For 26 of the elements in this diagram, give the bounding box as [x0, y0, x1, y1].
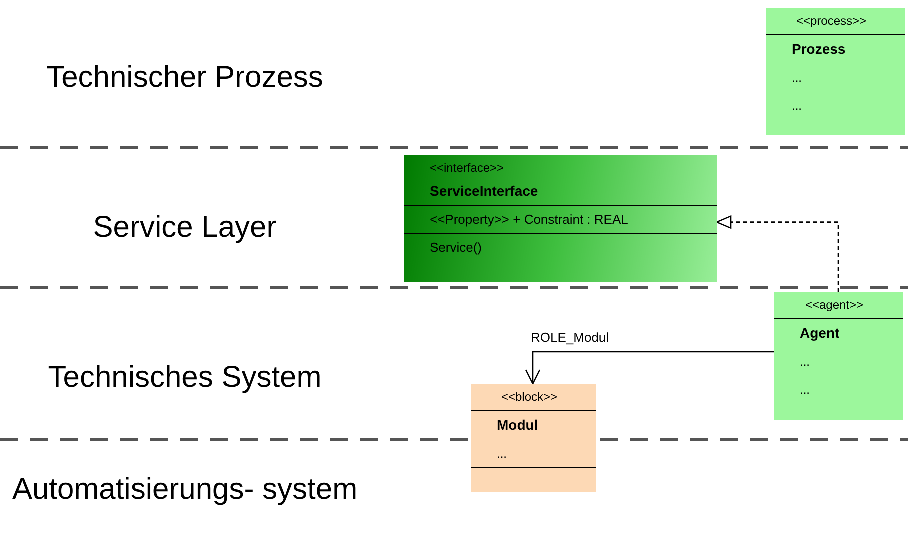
stereotype-text: <<agent>>: [805, 298, 864, 312]
class-box: [774, 292, 903, 420]
arrow: [525, 351, 774, 385]
edge-label: ROLE_Modul: [531, 330, 610, 345]
class-name: Prozess: [792, 41, 846, 57]
class-box: [766, 8, 905, 135]
layer-label: Automatisierungs- system: [11, 472, 359, 508]
class-name: Agent: [800, 325, 840, 341]
stereotype-text: <<interface>>: [430, 161, 504, 175]
stereotype-text: <<block>>: [501, 390, 558, 404]
class-box: [471, 384, 596, 492]
member-text: ...: [800, 355, 810, 369]
member-text: <<Property>> + Constraint : REAL: [430, 212, 628, 227]
member-text: Service(): [430, 240, 482, 255]
class-name: ServiceInterface: [430, 183, 538, 199]
layer-label: Technischer Prozess: [46, 60, 324, 96]
class-name: Modul: [497, 417, 538, 433]
layer-label: Technisches System: [47, 360, 323, 396]
member-text: ...: [792, 99, 802, 113]
member-text: ...: [792, 71, 802, 85]
layer-label: Service Layer: [92, 210, 278, 246]
member-text: ...: [497, 447, 508, 461]
stereotype-text: <<process>>: [796, 14, 867, 28]
class-box: [404, 155, 717, 282]
dashed-arrow: [716, 216, 840, 292]
member-text: ...: [800, 383, 810, 397]
